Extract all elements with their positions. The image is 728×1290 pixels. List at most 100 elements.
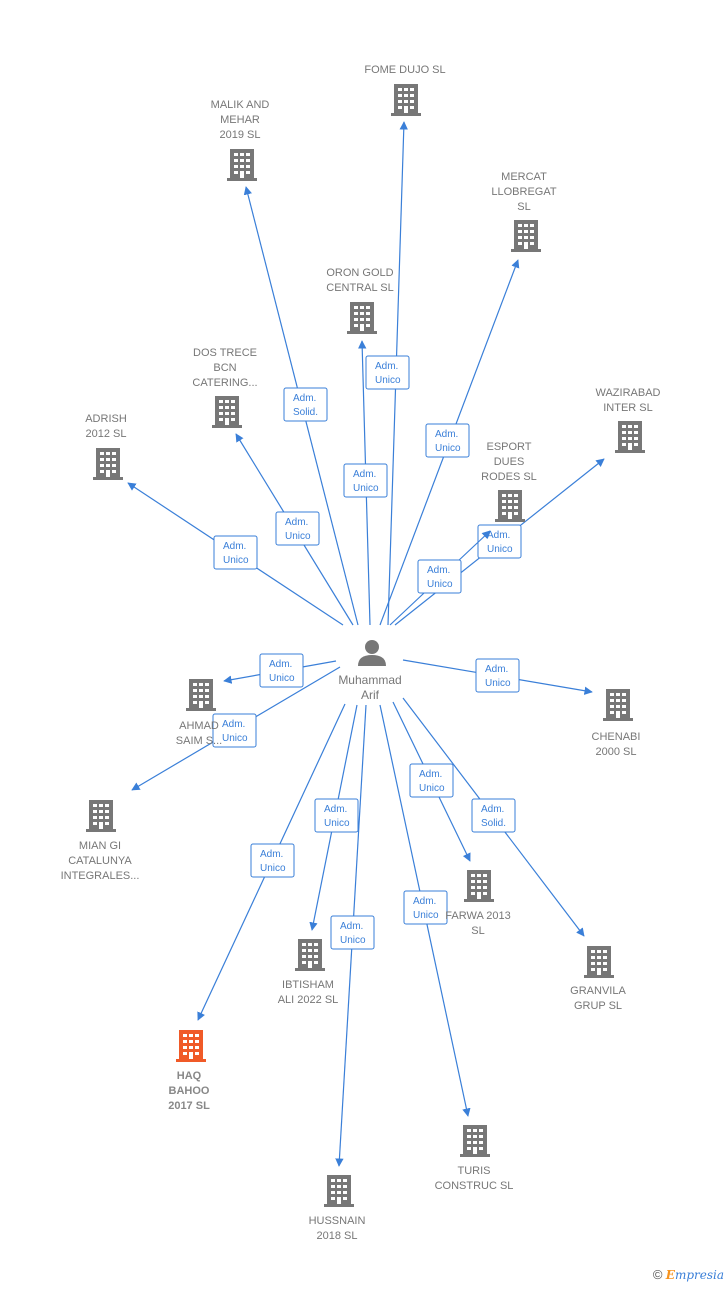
company-name-line: MEHAR (220, 114, 260, 126)
edge-role-badge-turis[interactable]: Adm. Unico (403, 890, 448, 925)
edge-role-badge-dostrece[interactable]: Adm.Unico (275, 511, 320, 546)
edge-role-text: Adm. (375, 361, 398, 372)
company-name-line: CATERING... (192, 377, 257, 389)
company-node-malik[interactable]: MALIK AND MEHAR 2019 SL (211, 99, 270, 181)
building-icon (295, 939, 325, 971)
company-name-line: AHMAD (179, 720, 219, 732)
company-name-line: HAQ (177, 1070, 202, 1082)
company-name-line: RODES SL (481, 471, 537, 483)
edge-role-text: Unico (413, 910, 439, 921)
building-icon (495, 490, 525, 522)
edge-role-badge-fome[interactable]: Adm. Unico (365, 355, 410, 390)
edge-role-badge-farwa[interactable]: Adm.Unico (409, 763, 454, 798)
edge-role-text: Adm. (427, 565, 450, 576)
edge-role-text: Adm. (324, 804, 347, 815)
edge-role-badge-adrish[interactable]: Adm.Unico (213, 535, 258, 570)
edge-role-badge-oron[interactable]: Adm. Unico (343, 463, 388, 498)
company-name-line: WAZIRABAD (596, 387, 661, 399)
edge-role-badge-haq[interactable]: Adm.Unico (250, 843, 295, 878)
company-node-dostrece[interactable]: DOS TRECEBCNCATERING... (192, 347, 258, 428)
company-name-line: ESPORT (486, 441, 531, 453)
company-node-mian[interactable]: MIAN GICATALUNYAINTEGRALES... (61, 800, 140, 882)
edge-role-text: Adm. (269, 659, 292, 670)
company-node-haq[interactable]: HAQ BAHOO 2017 SL (168, 1030, 210, 1112)
edge-role-badge-hussnain[interactable]: Adm.Unico (330, 915, 375, 950)
company-name-line: 2012 SL (86, 428, 127, 440)
edge-role-badge-mercat[interactable]: Adm.Unico (425, 423, 470, 458)
edge-role-text: Unico (419, 783, 445, 794)
edge-role-text: Adm. (487, 530, 510, 541)
company-node-esport[interactable]: ESPORT DUES RODES SL (481, 441, 537, 522)
company-name-line: SL (517, 201, 530, 213)
building-icon (186, 679, 216, 711)
edge-role-text: Unico (340, 935, 366, 946)
building-icon (603, 689, 633, 721)
building-icon (615, 421, 645, 453)
company-name-line: MIAN GI (79, 840, 121, 852)
company-name-line: 2017 SL (168, 1100, 210, 1112)
company-name-line: HUSSNAIN (309, 1215, 366, 1227)
company-name-line: ADRISH (85, 413, 127, 425)
edge-role-text: Unico (485, 678, 511, 689)
company-name-line: INTEGRALES... (61, 870, 140, 882)
edge-role-text: Adm. (435, 429, 458, 440)
company-name-line: CHENABI (592, 731, 641, 743)
footer-brand[interactable]: © Empresia (653, 1267, 724, 1282)
edge-role-badge-ahmad[interactable]: Adm.Unico (259, 653, 304, 688)
company-node-adrish[interactable]: ADRISH 2012 SL (85, 413, 127, 480)
edge-role-text: Adm. (485, 664, 508, 675)
company-name-line: SAIM S... (176, 735, 222, 747)
company-name-line: TURIS (458, 1165, 491, 1177)
edge-role-text: Unico (487, 544, 513, 555)
edge-role-text: Adm. (353, 469, 376, 480)
person-icon (358, 640, 386, 666)
building-icon (176, 1030, 206, 1062)
edge-role-badge-granvila[interactable]: Adm.Solid. (471, 798, 516, 833)
building-icon (391, 84, 421, 116)
building-icon (511, 220, 541, 252)
company-name-line: FOME DUJO SL (364, 64, 445, 76)
company-name-line: DUES (494, 456, 525, 468)
building-icon (584, 946, 614, 978)
company-name-line: 2019 SL (220, 129, 261, 141)
brand-logo-initial: E (665, 1268, 675, 1282)
center-person[interactable]: Muhammad Arif (338, 640, 402, 702)
company-name-line: CONSTRUC SL (435, 1180, 514, 1192)
building-icon (324, 1175, 354, 1207)
edge-role-text: Unico (353, 483, 379, 494)
copyright-symbol: © (652, 1267, 663, 1282)
edge-role-badge-wazirabad[interactable]: Adm. Unico (477, 524, 522, 559)
edge-role-badge-esport[interactable]: Adm.Unico (417, 559, 462, 594)
building-icon (227, 149, 257, 181)
company-name-line: FARWA 2013 (445, 910, 510, 922)
edge-role-text: Unico (324, 818, 350, 829)
edge-role-badge-chenabi[interactable]: Adm. Unico (475, 658, 520, 693)
company-name-line: ORON GOLD (326, 267, 393, 279)
company-node-fome[interactable]: FOME DUJO SL (364, 64, 446, 116)
edge-role-badge-mian[interactable]: Adm.Unico (212, 713, 257, 748)
company-name-line: SL (471, 925, 484, 937)
company-name-line: BAHOO (169, 1085, 210, 1097)
edge-role-text: Unico (375, 375, 401, 386)
company-name-line: MERCAT (501, 171, 547, 183)
building-icon (93, 448, 123, 480)
edge-role-text: Adm. (481, 804, 504, 815)
company-name-line: GRANVILA (570, 985, 626, 997)
company-name-line: MALIK AND (211, 99, 270, 111)
edge-role-text: Adm. (222, 719, 245, 730)
edge-role-badge-ibtisham[interactable]: Adm. Unico (314, 798, 359, 833)
edge-role-badge-malik[interactable]: Adm.Solid. (283, 387, 328, 422)
company-node-turis[interactable]: TURIS CONSTRUC SL (435, 1125, 514, 1192)
company-node-ahmad[interactable]: AHMAD SAIM S... (176, 679, 222, 747)
company-name-line: DOS TRECE (193, 347, 257, 359)
edge-role-text: Adm. (413, 896, 436, 907)
